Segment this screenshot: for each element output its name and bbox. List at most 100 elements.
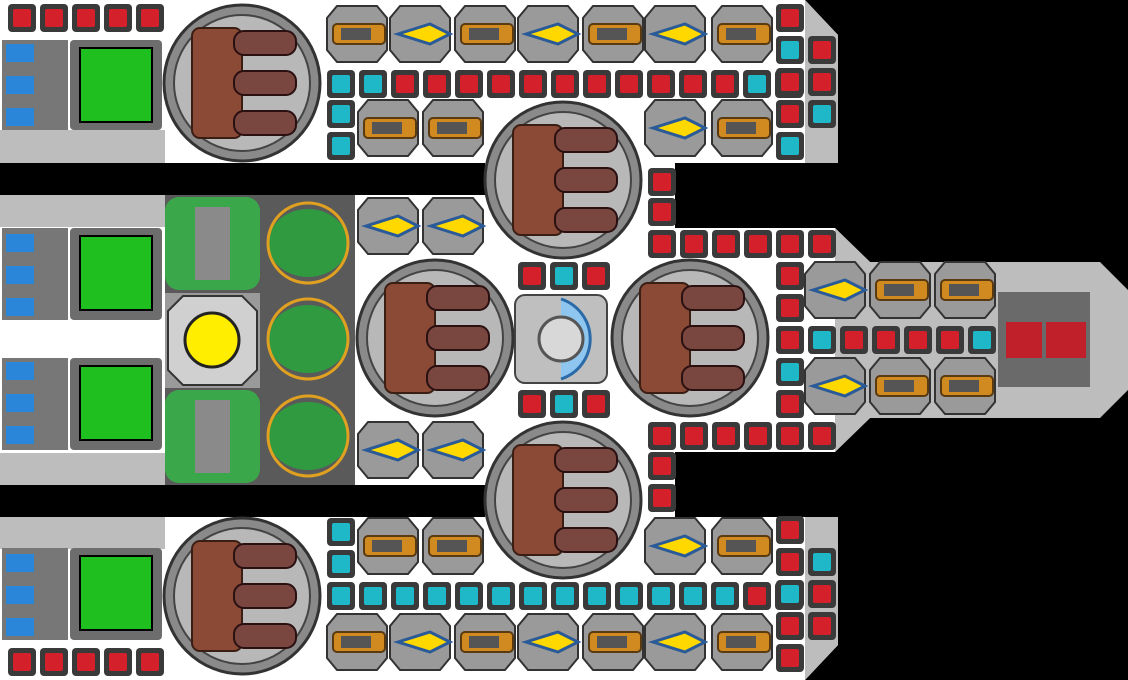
armor-block-cyan [455, 582, 483, 610]
armor-block-cyan [327, 100, 355, 128]
laser-turret [389, 613, 454, 671]
armor-block-cyan [391, 582, 419, 610]
armor-block-red [872, 326, 900, 354]
laser-turret [389, 5, 454, 63]
auto-gun [326, 5, 388, 63]
bridge-console [70, 358, 162, 450]
armor-block-cyan [327, 70, 355, 98]
bridge-console [70, 228, 162, 320]
bridge-consoles [70, 40, 162, 640]
armor-block-red [776, 230, 804, 258]
armor-block-cyan [550, 390, 578, 418]
armor-block-red [423, 70, 451, 98]
auto-gun [422, 517, 484, 575]
side-thrusters [2, 40, 68, 640]
armor-block-red [936, 326, 964, 354]
cannon-turret [355, 258, 515, 418]
armor-block-cyan [968, 326, 996, 354]
auto-gun [422, 99, 484, 157]
armor-block-red [8, 4, 36, 32]
armor-block-cyan [583, 582, 611, 610]
auto-gun [711, 517, 773, 575]
laser-turret [357, 421, 422, 479]
armor-block-red [104, 4, 132, 32]
auto-gun [582, 613, 644, 671]
reactor-core [165, 293, 260, 388]
armor-block-cyan [679, 582, 707, 610]
armor-block-cyan [776, 36, 804, 64]
armor-block-cyan [487, 582, 515, 610]
armor-block-red [711, 70, 739, 98]
armor-block-red [391, 70, 419, 98]
armor-block-cyan [550, 262, 578, 290]
laser-turret [357, 197, 422, 255]
armor-block-red [40, 4, 68, 32]
armor-block-red [743, 582, 771, 610]
armor-block-cyan [359, 70, 387, 98]
armor-block-cyan [808, 548, 836, 576]
laser-turret [644, 613, 709, 671]
cannon-turret [483, 420, 643, 580]
auto-gun [357, 99, 419, 157]
armor-block-red [840, 326, 868, 354]
armor-block-red [40, 648, 68, 676]
armor-block-red [744, 230, 772, 258]
armor-block-red [776, 548, 804, 576]
armor-block-red [519, 70, 547, 98]
armor-block-red [744, 422, 772, 450]
auto-gun [454, 5, 516, 63]
bridge-console [70, 40, 162, 130]
armor-block-red [72, 4, 100, 32]
auto-gun [934, 357, 996, 415]
armor-block-red [647, 70, 675, 98]
armor-block-cyan [776, 358, 804, 386]
armor-block-red [776, 4, 804, 32]
armor-block-red [776, 390, 804, 418]
auto-gun [454, 613, 516, 671]
armor-block-red [455, 70, 483, 98]
auto-gun [711, 99, 773, 157]
armor-block-red [776, 612, 804, 640]
armor-block-cyan [327, 582, 355, 610]
armor-block-red [712, 230, 740, 258]
armor-block-red [648, 422, 676, 450]
armor-block-red [808, 36, 836, 64]
armor-block-red [776, 100, 804, 128]
auto-gun [711, 5, 773, 63]
auto-gun [357, 517, 419, 575]
laser-turret [804, 261, 869, 319]
laser-turret [644, 517, 709, 575]
armor-block-red [104, 648, 132, 676]
armor-block-red [808, 68, 836, 96]
auto-gun [582, 5, 644, 63]
armor-block-red [776, 68, 804, 96]
armor-block-red [808, 422, 836, 450]
auto-gun [869, 261, 931, 319]
cannons-layer [162, 3, 770, 676]
armor-block-red [776, 326, 804, 354]
cannon-turret [483, 100, 643, 260]
armor-block-red [712, 422, 740, 450]
armor-block-cyan [711, 582, 739, 610]
armor-block-cyan [551, 582, 579, 610]
armor-block-cyan [423, 582, 451, 610]
armor-block-red [648, 484, 676, 512]
armor-block-cyan [615, 582, 643, 610]
armor-block-red [648, 168, 676, 196]
auto-gun [326, 613, 388, 671]
blocks-layer [8, 4, 996, 676]
armor-block-red [136, 648, 164, 676]
bridge-console [70, 548, 162, 640]
armor-block-red [776, 262, 804, 290]
armor-block-cyan [743, 70, 771, 98]
armor-block-cyan [327, 518, 355, 546]
armor-block-red [776, 294, 804, 322]
armor-block-red [518, 262, 546, 290]
laser-turret [644, 5, 709, 63]
cannon-turret [610, 258, 770, 418]
armor-block-red [72, 648, 100, 676]
armor-block-cyan [776, 132, 804, 160]
auto-gun [869, 357, 931, 415]
armor-block-red [582, 390, 610, 418]
armor-block-cyan [647, 582, 675, 610]
